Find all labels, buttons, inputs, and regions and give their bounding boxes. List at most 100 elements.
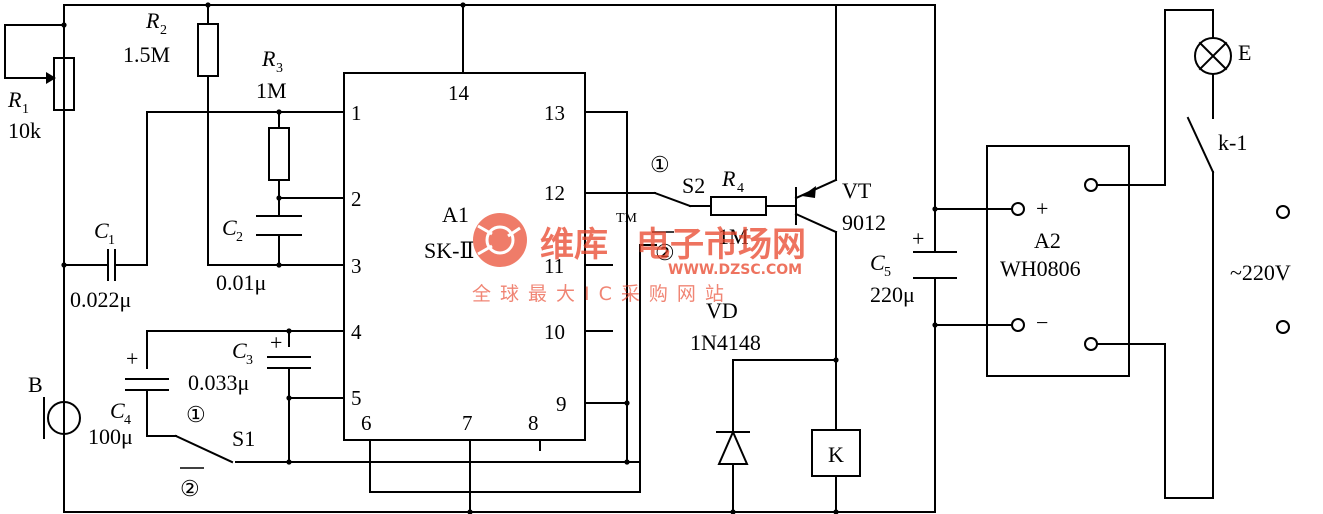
r2-value: 1.5M [123, 42, 170, 67]
c4-ref: C [110, 398, 125, 423]
r3-ref: R [261, 46, 276, 71]
pin-5: 5 [351, 386, 362, 410]
r3-value: 1M [256, 78, 287, 103]
resistor-r2 [197, 23, 219, 77]
a2-terminal-plus [1011, 202, 1025, 216]
switch-s2 [653, 191, 692, 208]
pin-1: 1 [351, 101, 362, 125]
c1-value: 0.022μ [70, 287, 131, 312]
resistor-r4 [710, 196, 767, 216]
pin-6: 6 [361, 411, 372, 435]
r1-sub: 1 [22, 102, 29, 117]
relay-ref: K [828, 442, 844, 467]
capacitor-c3 [267, 356, 311, 369]
a2-terminal-out1 [1084, 178, 1098, 192]
watermark-tm: TM [616, 211, 638, 226]
vd-part: 1N4148 [690, 330, 761, 355]
c2-ref: C [222, 215, 237, 240]
mains-terminal-1 [1276, 205, 1290, 219]
lamp-ref: E [1238, 40, 1251, 65]
c4-plus: + [126, 346, 138, 371]
a2-minus: − [1036, 310, 1048, 335]
c2-sub: 2 [236, 230, 243, 245]
r1-ref: R [7, 87, 22, 112]
junction-dots [61, 2, 938, 514]
resistor-r3 [268, 127, 290, 181]
watermark-url: WWW.DZSC.COM [668, 262, 802, 278]
watermark-brand: 维库 [540, 225, 608, 265]
a2-ref: A2 [1034, 228, 1061, 253]
c5-ref: C [870, 250, 885, 275]
diode-vd [716, 429, 750, 465]
c4-value: 100μ [88, 424, 133, 449]
ic-a1-ref: A1 [442, 202, 469, 227]
watermark-site: 电子市场网 [636, 225, 806, 265]
vt-ref: VT [842, 178, 872, 203]
watermark: 维库 TM 电子市场网 WWW.DZSC.COM 全球最大IC采购网站 [472, 211, 806, 305]
microphone-icon [43, 397, 81, 439]
s2-pos2: ② [655, 240, 675, 265]
s1-ref: S1 [232, 426, 255, 451]
pin-3: 3 [351, 254, 362, 278]
c4-sub: 4 [124, 413, 131, 428]
pin-7: 7 [462, 411, 473, 435]
c3-value: 0.033μ [188, 370, 249, 395]
ic-a1 [343, 72, 586, 441]
capacitor-c4 [125, 378, 169, 391]
s1-pos2: ② [180, 476, 200, 501]
c2-value: 0.01μ [216, 270, 266, 295]
mains-label: ~220V [1230, 260, 1291, 285]
contact-ref: k-1 [1218, 130, 1247, 155]
pin-9: 9 [556, 392, 567, 416]
r4-value: 1M [718, 224, 749, 249]
relay-contact-k1 [1186, 116, 1215, 174]
a2-terminal-out2 [1084, 337, 1098, 351]
vt-part: 9012 [842, 210, 886, 235]
switch-s1 [174, 434, 234, 464]
pin-10: 10 [544, 320, 565, 344]
r3-sub: 3 [276, 61, 283, 76]
lamp-icon [1194, 37, 1232, 75]
c5-plus: + [912, 226, 924, 251]
pin-4: 4 [351, 320, 362, 344]
potentiometer-r1 [45, 57, 75, 111]
r4-sub: 4 [737, 181, 744, 196]
s1-pos1: ① [186, 402, 206, 427]
a2-terminal-minus [1011, 318, 1025, 332]
c1-sub: 1 [108, 233, 115, 248]
watermark-logo-icon [473, 213, 527, 267]
a2-part: WH0806 [1000, 256, 1081, 281]
pin-12: 12 [544, 181, 565, 205]
r2-sub: 2 [160, 23, 167, 38]
ic-a1-pin-labels: 1 2 3 4 5 6 7 8 9 10 11 12 13 14 [351, 81, 567, 435]
mic-ref: B [28, 372, 43, 397]
r1-value: 10k [8, 118, 41, 143]
module-a2 [986, 145, 1130, 377]
r4-ref: R [721, 166, 736, 191]
s2-ref: S2 [682, 173, 705, 198]
pin-2: 2 [351, 187, 362, 211]
s2-pos1: ① [650, 152, 670, 177]
vd-ref: VD [706, 298, 738, 323]
capacitor-c1 [99, 249, 124, 281]
a2-plus: + [1036, 196, 1048, 221]
r2-ref: R [145, 8, 160, 33]
pin-13: 13 [544, 101, 565, 125]
ic-a1-part: SK-Ⅱ [424, 238, 474, 263]
capacitor-c5 [913, 251, 957, 279]
c3-ref: C [232, 338, 247, 363]
mains-terminal-2 [1276, 320, 1290, 334]
c5-sub: 5 [884, 265, 891, 280]
pin-11: 11 [544, 254, 564, 278]
pin-14: 14 [448, 81, 470, 105]
pin-8: 8 [528, 411, 539, 435]
c3-sub: 3 [246, 353, 253, 368]
transistor-vt [794, 178, 838, 234]
capacitor-c2 [256, 215, 302, 236]
c5-value: 220μ [870, 282, 915, 307]
c3-plus: + [270, 330, 282, 355]
c1-ref: C [94, 218, 109, 243]
watermark-slogan: 全球最大IC采购网站 [472, 283, 733, 305]
relay-coil-k [811, 429, 861, 477]
